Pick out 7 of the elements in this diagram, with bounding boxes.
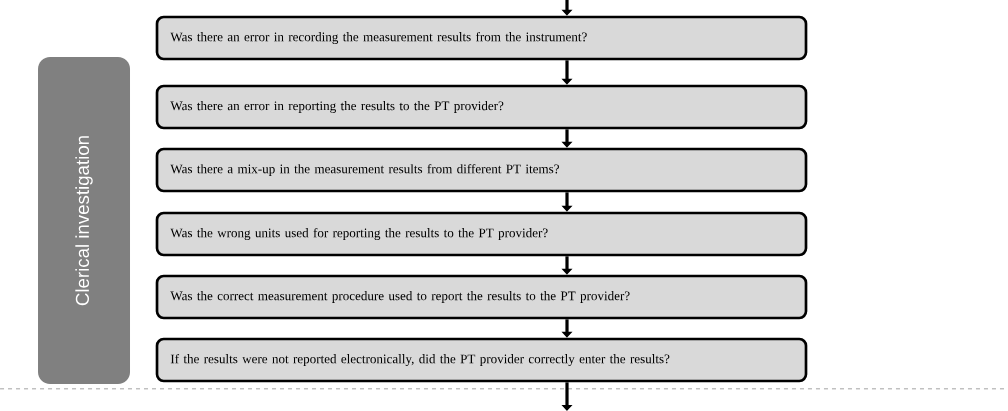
question-box: Was the correct measurement procedure used to report the results to the PT provider? — [155, 274, 808, 320]
question-box: If the results were not reported electronically, did the PT provider correctly enter the results? — [155, 337, 808, 383]
side-label: Clerical investigation — [38, 57, 130, 384]
question-box: Was there an error in reporting the results to the PT provider? — [155, 84, 808, 130]
question-box: Was there an error in recording the measurement results from the instrument? — [155, 15, 808, 61]
question-box: Was there a mix-up in the measurement results from different PT items? — [155, 147, 808, 193]
question-box: Was the wrong units used for reporting the results to the PT provider? — [155, 211, 808, 257]
